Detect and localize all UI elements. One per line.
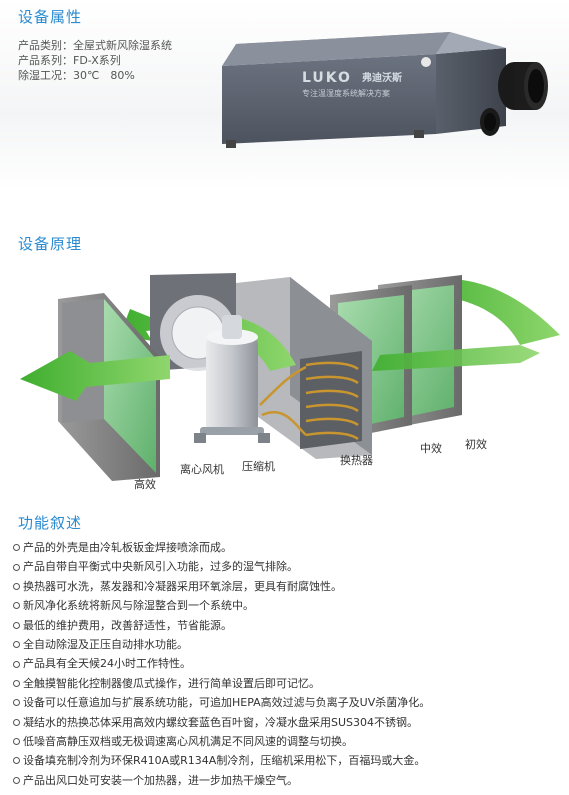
label-compressor: 压缩机	[242, 460, 275, 473]
bullet-icon	[13, 679, 20, 687]
feature-list: 产品的外壳是由冷轧板钣金焊接喷涂而成。 产品自带自平衡式中央新风引入功能，过多的…	[13, 538, 563, 790]
bullet-icon	[13, 718, 20, 726]
spec-series: 产品系列：FD-X系列	[18, 54, 121, 67]
bullet-icon	[13, 641, 20, 649]
label-primary-eff: 初效	[465, 438, 487, 451]
list-item: 产品出风口处可安装一个加热器，进一步加热干燥空气。	[13, 771, 563, 790]
spec-list: 产品类别：全屋式新风除湿系统 产品系列：FD-X系列 除湿工况：30℃ 80%	[18, 38, 172, 83]
section-title-features: 功能叙述	[18, 514, 83, 532]
list-item: 全触摸智能化控制器傻瓜式操作，进行简单设置后即可记忆。	[13, 674, 563, 693]
product-slogan: 专注温湿度系统解决方案	[302, 88, 390, 98]
label-fan: 离心风机	[180, 463, 224, 476]
product-image: LUKO 弗迪沃斯 专注温湿度系统解决方案	[222, 32, 548, 148]
label-exchanger: 换热器	[340, 454, 373, 467]
product-brand: LUKO	[302, 70, 352, 86]
bullet-icon	[13, 563, 20, 571]
list-item: 换热器可水洗，蒸发器和冷凝器采用环氧涂层，更具有耐腐蚀性。	[13, 577, 563, 596]
product-brand-cn: 弗迪沃斯	[362, 71, 402, 84]
bullet-icon	[13, 699, 20, 707]
coil-pipes	[259, 361, 359, 441]
list-item: 产品自带自平衡式中央新风引入功能，过多的湿气排除。	[13, 557, 563, 576]
label-high-eff: 高效	[134, 478, 156, 491]
bullet-icon	[13, 757, 20, 765]
spec-condition: 除湿工况：30℃ 80%	[18, 69, 135, 82]
bullet-icon	[13, 738, 20, 746]
list-item: 低噪音高静压双档或无极调速离心风机满足不同风速的调整与切换。	[13, 732, 563, 751]
compressor	[194, 315, 270, 443]
list-item: 凝结水的热换芯体采用高效内螺纹套蓝色百叶窗，冷凝水盘采用SUS304不锈钢。	[13, 713, 563, 732]
section-title-attributes: 设备属性	[18, 8, 83, 26]
bullet-icon	[13, 776, 20, 784]
spec-category: 产品类别：全屋式新风除湿系统	[18, 39, 172, 52]
list-item: 全自动除湿及正压自动排水功能。	[13, 635, 563, 654]
list-item: 设备可以任意追加与扩展系统功能，可追加HEPA高效过滤与负离子及UV杀菌净化。	[13, 693, 563, 712]
section-title-principle: 设备原理	[18, 235, 83, 253]
label-mid-eff: 中效	[420, 442, 442, 455]
bullet-icon	[13, 660, 20, 668]
bullet-icon	[13, 621, 20, 629]
list-item: 设备填充制冷剂为环保R410A或R134A制冷剂，压缩机采用松下，百福玛或大金。	[13, 751, 563, 770]
list-item: 新风净化系统将新风与除湿整合到一个系统中。	[13, 596, 563, 615]
list-item: 最低的维护费用，改善舒适性，节省能源。	[13, 616, 563, 635]
list-item: 产品的外壳是由冷轧板钣金焊接喷涂而成。	[13, 538, 563, 557]
list-item: 产品具有全天候24小时工作特性。	[13, 654, 563, 673]
outflow-arrow	[20, 351, 170, 401]
bullet-icon	[13, 544, 20, 552]
bullet-icon	[13, 582, 20, 590]
bullet-icon	[13, 602, 20, 610]
principle-diagram	[20, 273, 560, 481]
